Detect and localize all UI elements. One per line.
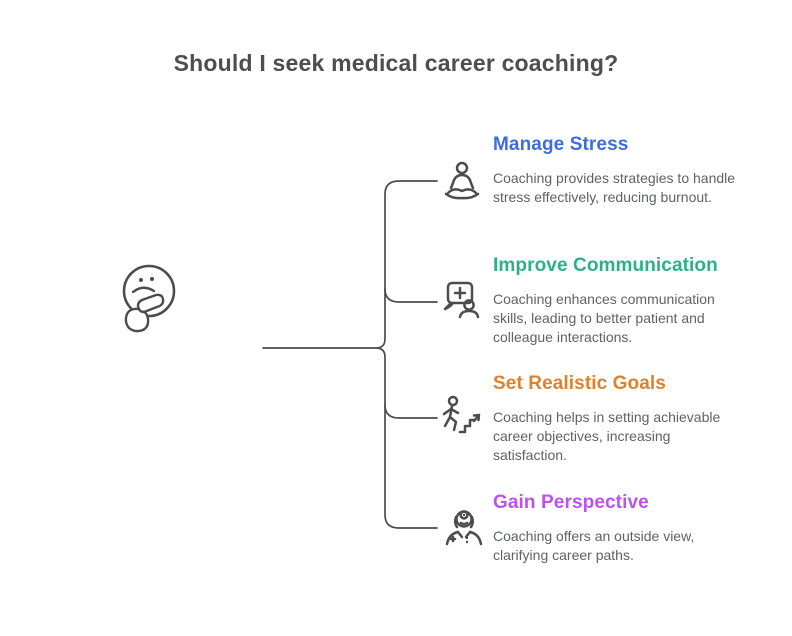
frown-mouth	[131, 286, 156, 294]
branch-line-2	[384, 288, 438, 303]
branch-improve-communication: Improve Communication Coaching enhances …	[493, 255, 743, 347]
medical-chat-icon	[438, 278, 486, 326]
branch-manage-stress: Manage Stress Coaching provides strategi…	[493, 134, 743, 207]
branch-gain-perspective: Gain Perspective Coaching offers an outs…	[493, 492, 743, 565]
branch-set-realistic-goals: Set Realistic Goals Coaching helps in se…	[493, 373, 743, 465]
page-title: Should I seek medical career coaching?	[173, 50, 619, 76]
hand-thumb	[136, 293, 165, 314]
branch-description: Coaching enhances communication skills, …	[493, 291, 715, 345]
hand-fist	[124, 307, 150, 333]
branch-heading: Set Realistic Goals	[493, 373, 666, 394]
branch-description: Coaching provides strategies to handle s…	[493, 170, 736, 205]
doctor-icon	[438, 504, 486, 552]
right-eye	[150, 277, 154, 281]
meditation-icon	[438, 158, 486, 206]
branch-line-3	[384, 404, 438, 419]
branch-description: Coaching offers an outside view, clarify…	[493, 528, 695, 563]
brace-connector	[262, 180, 438, 529]
branch-heading: Gain Perspective	[493, 492, 649, 513]
climbing-stairs-icon	[438, 394, 486, 442]
branch-heading: Improve Communication	[493, 255, 718, 276]
branch-description: Coaching helps in setting achievable car…	[493, 409, 721, 463]
branch-heading: Manage Stress	[493, 134, 629, 155]
thinking-face-icon	[122, 264, 176, 333]
left-eye	[139, 278, 143, 282]
brace-path	[375, 180, 438, 529]
